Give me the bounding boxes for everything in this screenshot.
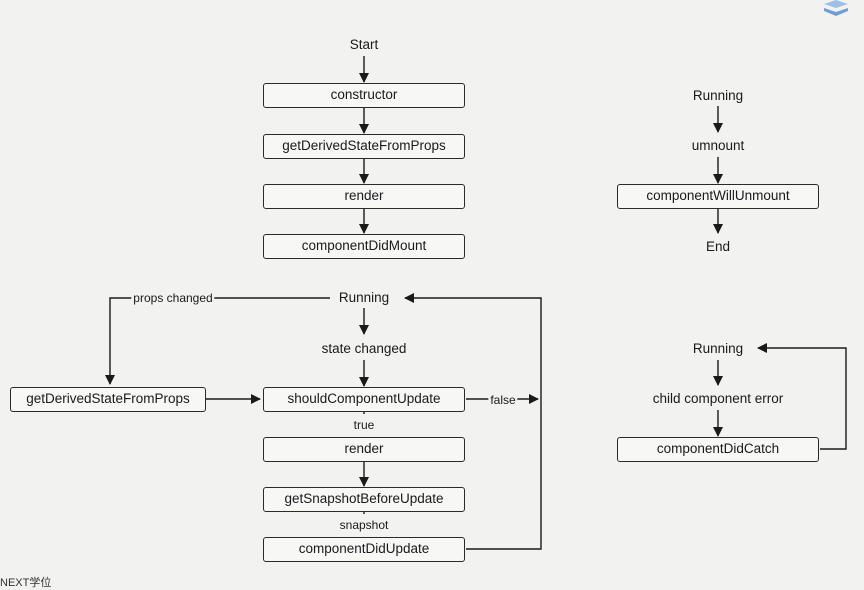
true-label: true <box>351 418 377 432</box>
render-box-update: render <box>263 437 465 462</box>
will-unmount-box: componentWillUnmount <box>617 184 819 209</box>
running-label-unmount: Running <box>692 88 744 103</box>
snapshot-box: getSnapshotBeforeUpdate <box>263 487 465 512</box>
false-label: false <box>488 393 518 407</box>
props-changed-label: props changed <box>131 291 215 305</box>
arrow-didupdate-return <box>404 293 542 550</box>
did-mount-box: componentDidMount <box>263 234 465 259</box>
did-update-box: componentDidUpdate <box>263 537 465 562</box>
snapshot-label: snapshot <box>337 518 391 532</box>
did-catch-box: componentDidCatch <box>617 437 819 462</box>
running-label-error: Running <box>692 341 744 356</box>
end-label: End <box>705 239 731 254</box>
constructor-box: constructor <box>263 83 465 108</box>
running-label-update: Running <box>338 290 390 305</box>
should-update-box: shouldComponentUpdate <box>263 387 465 412</box>
arrow-props-changed <box>105 297 330 385</box>
logo-icon <box>824 0 848 16</box>
derived-state-box-mount: getDerivedStateFromProps <box>263 134 465 159</box>
start-label: Start <box>349 37 379 52</box>
arrow-catch-return <box>757 343 847 450</box>
derived-state-box-update: getDerivedStateFromProps <box>10 387 206 412</box>
watermark-text: NEXT学位 <box>0 577 52 589</box>
unmount-event-label: umnount <box>691 138 745 153</box>
state-changed-label: state changed <box>321 341 407 356</box>
render-box-mount: render <box>263 184 465 209</box>
error-event-label: child component error <box>652 391 784 406</box>
